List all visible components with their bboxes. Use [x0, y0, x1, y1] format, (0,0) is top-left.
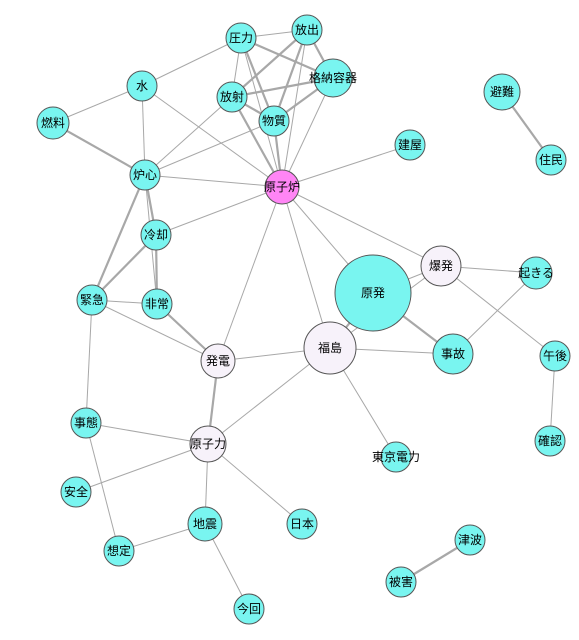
node-hosha[interactable]: 放射: [216, 81, 248, 113]
node-hinan[interactable]: 避難: [483, 73, 521, 111]
edge-kinkyu-hatsuden: [91, 299, 219, 362]
node-circle-atsuryoku[interactable]: [225, 22, 257, 54]
node-nihon[interactable]: 日本: [286, 508, 318, 540]
node-mizu[interactable]: 水: [126, 70, 158, 102]
edge-roshin-kinkyu: [90, 174, 147, 301]
node-konkai[interactable]: 今回: [233, 593, 265, 625]
node-circle-jumin[interactable]: [535, 144, 567, 176]
node-genshiryoku[interactable]: 原子力: [189, 425, 227, 463]
node-genpatsu[interactable]: 原発: [334, 254, 412, 332]
edge-jitai-sotei: [85, 422, 120, 552]
edge-kinkyu-jitai: [85, 299, 93, 424]
node-circle-hatsuden[interactable]: [200, 343, 236, 379]
node-hijo[interactable]: 非常: [141, 288, 173, 320]
node-fukushima[interactable]: 福島: [303, 321, 357, 375]
node-higai[interactable]: 被害: [385, 566, 417, 598]
node-sotei[interactable]: 想定: [103, 535, 135, 567]
node-jishin[interactable]: 地震: [187, 506, 223, 542]
node-genshiro[interactable]: 原子炉: [264, 169, 300, 205]
node-circle-kakunin[interactable]: [534, 425, 566, 457]
edge-hosha-roshin: [144, 96, 233, 176]
node-jitai[interactable]: 事態: [70, 407, 102, 439]
node-circle-mizu[interactable]: [126, 70, 158, 102]
node-circle-tateya[interactable]: [394, 129, 426, 161]
edge-genshiro-fukushima: [281, 186, 331, 349]
node-circle-reikyaku[interactable]: [140, 219, 172, 251]
node-circle-jitai[interactable]: [70, 407, 102, 439]
node-circle-nihon[interactable]: [286, 508, 318, 540]
node-hatsuden[interactable]: 発電: [200, 343, 236, 379]
edge-reikyaku-genshiro: [155, 186, 283, 236]
node-jumin[interactable]: 住民: [535, 144, 567, 176]
node-tateya[interactable]: 建屋: [394, 129, 426, 161]
edge-genshiryoku-nihon: [207, 443, 303, 525]
edge-atsuryoku-mizu: [141, 37, 242, 87]
node-circle-busshitsu[interactable]: [258, 105, 290, 137]
edge-roshin-genshiro: [144, 174, 283, 188]
node-circle-hinan[interactable]: [483, 73, 521, 111]
node-circle-kakuno[interactable]: [313, 58, 353, 98]
node-hoshutsu[interactable]: 放出: [291, 14, 323, 46]
node-circle-hoshutsu[interactable]: [291, 14, 323, 46]
node-circle-hijo[interactable]: [141, 288, 173, 320]
edge-genshiro-hatsuden: [217, 186, 283, 362]
edge-genshiryoku-jitai: [85, 422, 209, 445]
node-circle-sotei[interactable]: [103, 535, 135, 567]
node-jiko[interactable]: 事故: [432, 333, 474, 375]
edge-busshitsu-roshin: [144, 120, 275, 176]
node-anzen[interactable]: 安全: [60, 476, 92, 508]
edge-genshiro-bakuhatsu: [281, 186, 442, 267]
node-circle-nenryo[interactable]: [36, 106, 70, 140]
node-circle-gogo[interactable]: [539, 340, 571, 372]
node-tsunami[interactable]: 津波: [454, 524, 486, 556]
node-gogo[interactable]: 午後: [539, 340, 571, 372]
node-circle-tsunami[interactable]: [454, 524, 486, 556]
edge-kakuno-genshiro: [281, 77, 334, 188]
node-circle-roshin[interactable]: [129, 159, 161, 191]
node-circle-bakuhatsu[interactable]: [420, 245, 462, 287]
node-circle-higai[interactable]: [385, 566, 417, 598]
node-circle-genpatsu[interactable]: [334, 254, 412, 332]
node-roshin[interactable]: 炉心: [129, 159, 161, 191]
node-circle-genshiryoku[interactable]: [189, 425, 227, 463]
node-reikyaku[interactable]: 冷却: [140, 219, 172, 251]
edge-mizu-genshiro: [141, 85, 283, 188]
edge-genshiro-tateya: [281, 144, 411, 188]
node-nenryo[interactable]: 燃料: [36, 106, 70, 140]
node-circle-fukushima[interactable]: [303, 321, 357, 375]
edge-genshiryoku-anzen: [75, 443, 209, 493]
edge-nenryo-roshin: [52, 122, 146, 176]
node-busshitsu[interactable]: 物質: [258, 105, 290, 137]
node-circle-konkai[interactable]: [233, 593, 265, 625]
edge-hoshutsu-hosha: [231, 29, 308, 98]
node-bakuhatsu[interactable]: 爆発: [420, 245, 462, 287]
edge-hoshutsu-genshiro: [281, 29, 308, 188]
node-circle-jiko[interactable]: [432, 333, 474, 375]
node-circle-okiru[interactable]: [519, 256, 553, 290]
node-circle-kinkyu[interactable]: [76, 284, 108, 316]
node-kakunin[interactable]: 確認: [534, 425, 566, 457]
node-atsuryoku[interactable]: 圧力: [225, 22, 257, 54]
edge-hoshutsu-busshitsu: [272, 29, 309, 122]
node-circle-anzen[interactable]: [60, 476, 92, 508]
node-circle-jishin[interactable]: [187, 506, 223, 542]
node-circle-hosha[interactable]: [216, 81, 248, 113]
node-circle-genshiro[interactable]: [264, 169, 300, 205]
edge-bakuhatsu-gogo: [440, 265, 556, 357]
node-circle-toden[interactable]: [380, 441, 412, 473]
node-kinkyu[interactable]: 緊急: [76, 284, 108, 316]
